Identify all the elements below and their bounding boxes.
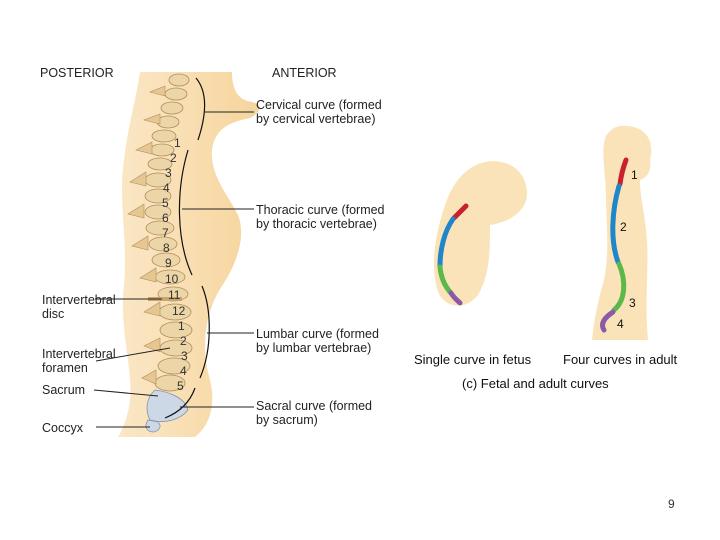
- sacral-curve-label: Sacral curve (formed by sacrum): [256, 399, 372, 427]
- thoracic-curve-label: Thoracic curve (formed by thoracic verte…: [256, 203, 385, 231]
- vertebra-number: 5: [177, 379, 184, 393]
- vertebra-number: 1: [178, 319, 185, 333]
- vertebra-number: 4: [180, 364, 187, 378]
- vertebra-number: 2: [170, 151, 177, 165]
- adult-figure: 1 2 3 4: [592, 126, 651, 340]
- vertebra-number: 12: [172, 304, 186, 318]
- vertebra-number: 8: [163, 241, 170, 255]
- lumbar-curve-label: Lumbar curve (formed by lumbar vertebrae…: [256, 327, 379, 355]
- vertebra-number: 9: [165, 256, 172, 270]
- vertebra-number: 7: [162, 226, 169, 240]
- fetus-figure: [434, 161, 527, 306]
- sacrum-label: Sacrum: [42, 383, 85, 397]
- fetus-caption: Single curve in fetus: [414, 352, 531, 367]
- coccyx-label: Coccyx: [42, 421, 83, 435]
- panel-caption: (c) Fetal and adult curves: [462, 376, 609, 391]
- intervertebral-disc-label: Intervertebral disc: [42, 293, 116, 321]
- intervertebral-foramen-label: Intervertebral foramen: [42, 347, 116, 375]
- vertebra-number: 1: [174, 136, 181, 150]
- cervical-curve-label: Cervical curve (formed by cervical verte…: [256, 98, 382, 126]
- vertebra-number: 11: [168, 288, 181, 302]
- vertebra-number: 2: [180, 334, 187, 348]
- body-silhouette: [118, 72, 259, 437]
- adult-caption: Four curves in adult: [563, 352, 677, 367]
- adult-curve-number: 3: [629, 296, 636, 310]
- adult-curve-number: 4: [617, 317, 624, 331]
- coccyx-shape: [146, 420, 160, 432]
- vertebra-number: 3: [181, 349, 188, 363]
- adult-curve-number: 2: [620, 220, 627, 234]
- adult-curve-number: 1: [631, 168, 638, 182]
- page-number: 9: [668, 497, 675, 511]
- vertebra-number: 5: [162, 196, 169, 210]
- vertebra-number: 3: [165, 166, 172, 180]
- anterior-label: ANTERIOR: [272, 66, 337, 80]
- vertebra-number: 4: [163, 181, 170, 195]
- posterior-label: POSTERIOR: [40, 66, 114, 80]
- vertebra-number: 6: [162, 211, 169, 225]
- vertebra-number: 10: [165, 272, 179, 286]
